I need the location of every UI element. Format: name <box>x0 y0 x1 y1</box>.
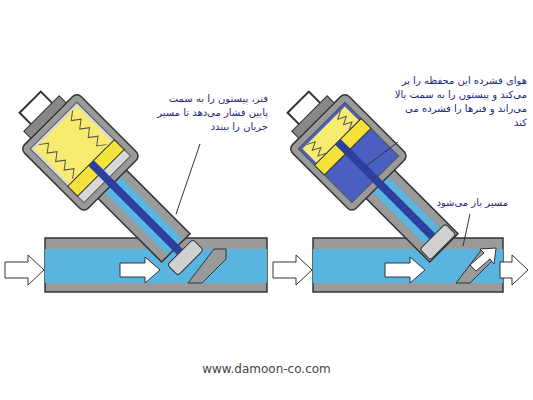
open-valve <box>270 74 528 292</box>
callout-note: هوای فشرده این محفظه را پر می‌کند و پیست… <box>393 74 527 130</box>
callout-note: مسیر باز می‌شود <box>420 196 508 210</box>
watermark: www.damoon-co.com <box>0 362 533 376</box>
closed-valve <box>2 74 267 292</box>
callout-note: فنر، پیستون را به سمت پایین فشار می‌دهد … <box>148 92 268 134</box>
